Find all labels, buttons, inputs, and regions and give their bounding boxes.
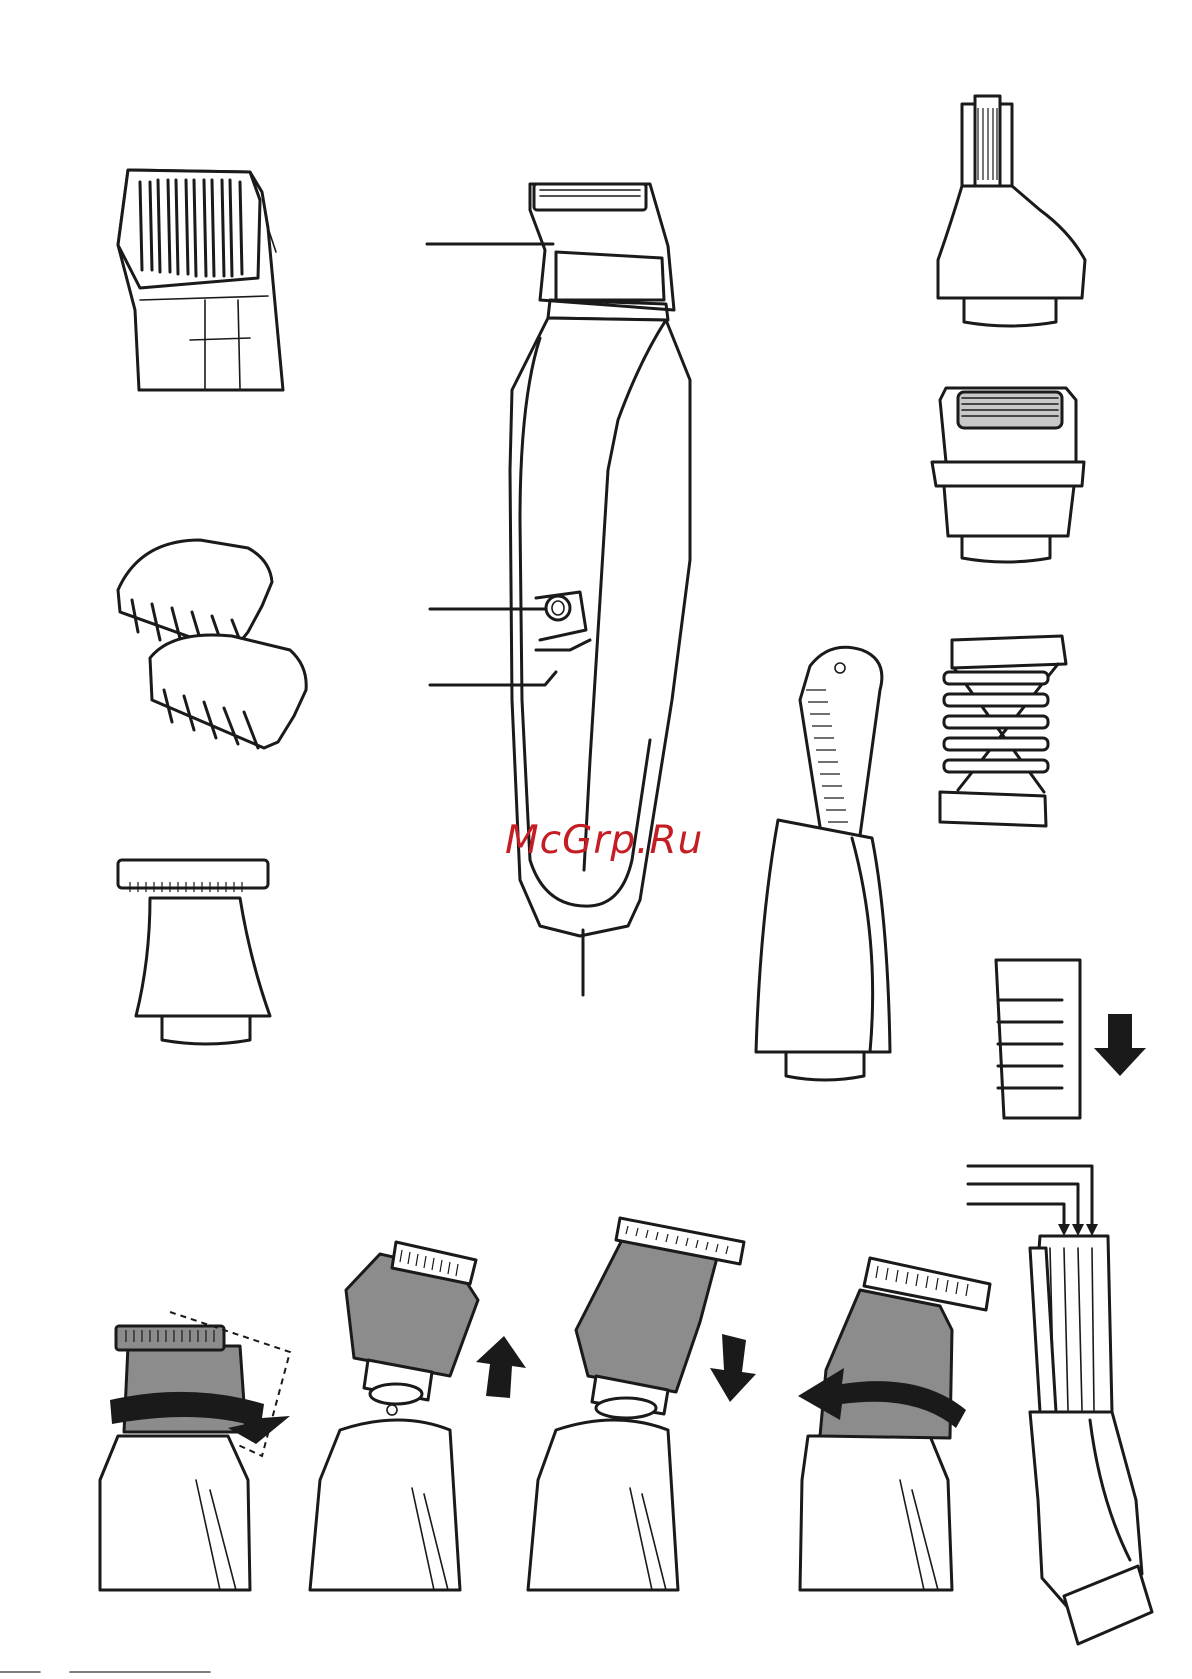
trimmer-handle-illustration <box>427 184 690 995</box>
comb-attachment-arrow-illustration <box>968 960 1146 1236</box>
nose-trimmer-head-illustration <box>938 96 1085 326</box>
step-1-rotate-unlock-illustration <box>100 1312 290 1590</box>
step-2-lift-off-illustration <box>310 1242 526 1590</box>
watermark-text: McGrp.Ru <box>505 818 703 863</box>
detail-trimmer-head-illustration <box>118 860 270 1044</box>
step-4-rotate-lock-illustration <box>798 1258 990 1590</box>
adjustable-comb-illustration <box>118 170 283 390</box>
body-comb-illustration <box>940 636 1066 826</box>
groomer-with-comb-illustration <box>1030 1236 1152 1644</box>
foil-shaver-head-illustration <box>932 388 1084 562</box>
step-3-attach-illustration <box>528 1218 756 1590</box>
fixed-combs-illustration <box>118 540 306 748</box>
body-groomer-head-illustration <box>756 647 890 1080</box>
